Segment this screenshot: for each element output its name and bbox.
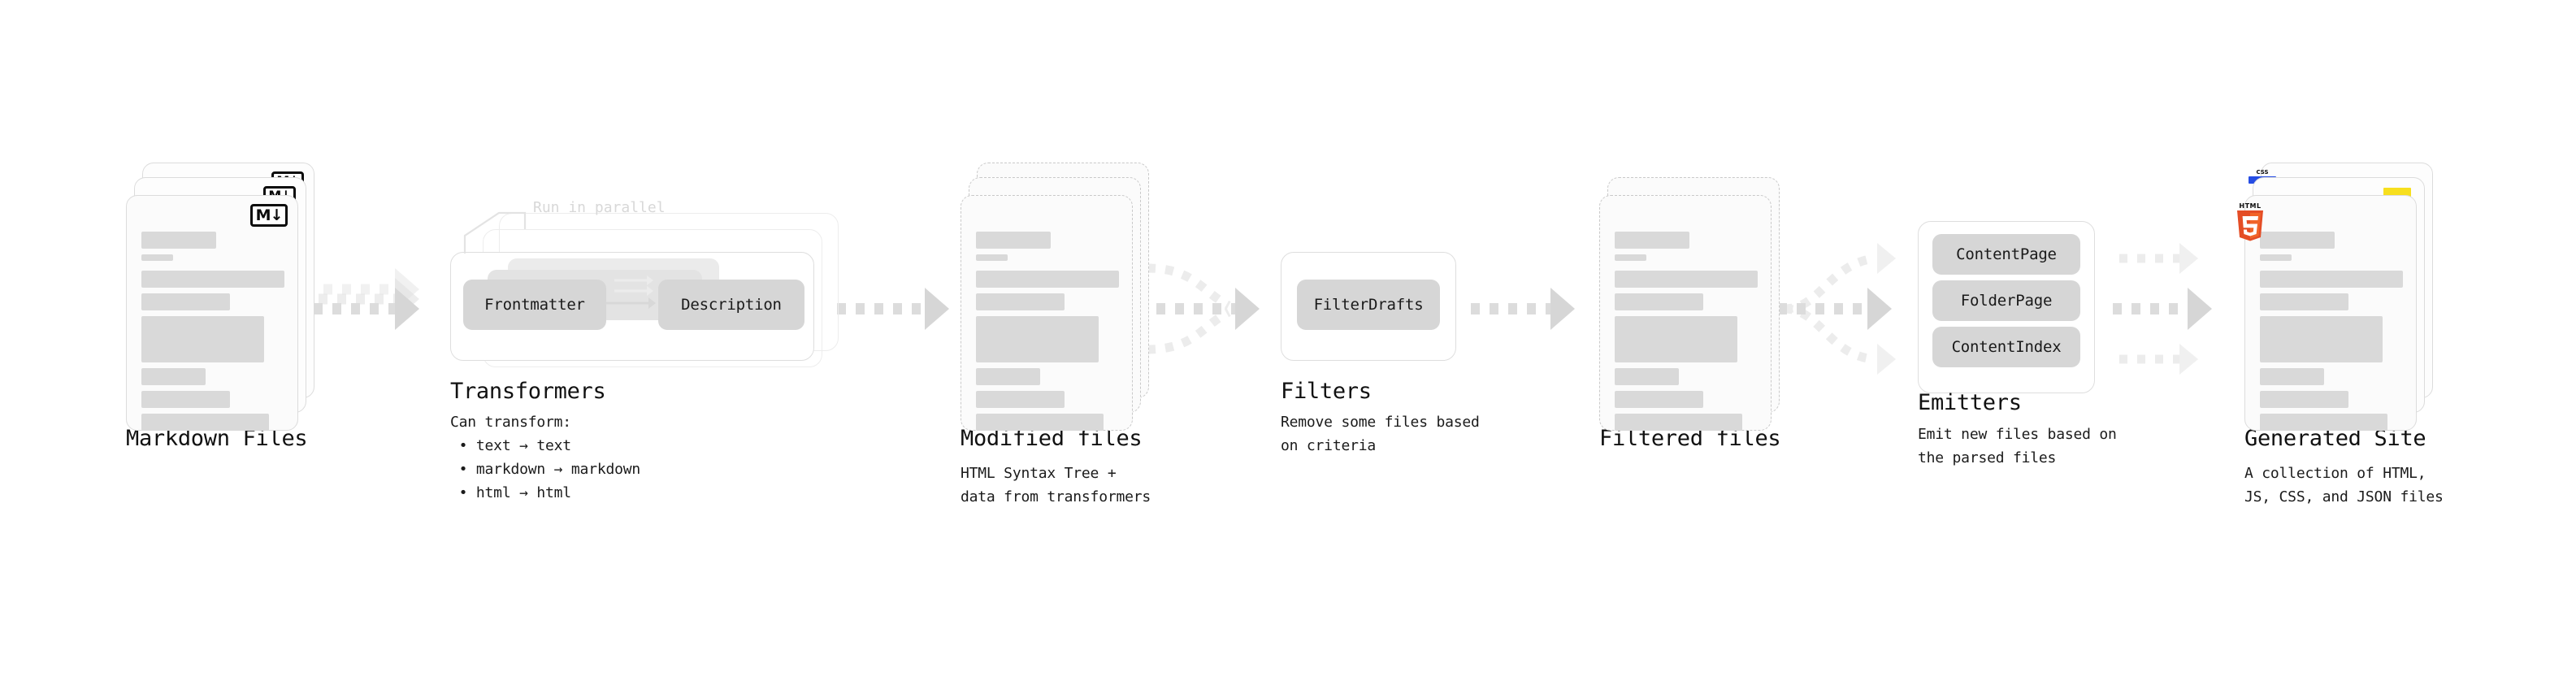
card-placeholder-content (141, 232, 284, 436)
html5-shield-icon (2237, 210, 2263, 241)
filtered-card-front (1599, 195, 1772, 431)
filters-title: Filters (1281, 379, 1372, 404)
emitter-chip-contentpage[interactable]: ContentPage (1932, 234, 2080, 275)
transformer-chip-label: Description (681, 296, 782, 314)
filters-subtitle: Remove some files based on criteria (1281, 414, 1480, 455)
transformer-chip-frontmatter[interactable]: Frontmatter (463, 280, 606, 330)
card-placeholder-content (2260, 232, 2403, 436)
arrow-markdown-to-transformers (314, 268, 419, 330)
modified-card-front (961, 195, 1133, 431)
emitter-chip-label: FolderPage (1960, 292, 2053, 310)
emitter-chip-contentindex[interactable]: ContentIndex (1932, 327, 2080, 367)
emitters-title: Emitters (1918, 390, 2022, 415)
modified-files-stack (961, 163, 1149, 431)
markdown-badge: M↓ (250, 204, 288, 227)
emitter-chip-label: ContentPage (1956, 245, 2057, 263)
modified-files-subtitle: HTML Syntax Tree + data from transformer… (961, 465, 1151, 506)
emitter-chip-label: ContentIndex (1951, 338, 2062, 356)
emitter-chip-folderpage[interactable]: FolderPage (1932, 280, 2080, 321)
emitters-subtitle: Emit new files based on the parsed files (1918, 426, 2117, 467)
site-card-front-html: HTML (2237, 195, 2417, 431)
markdown-card-front: M↓ (126, 195, 298, 431)
transformers-title: Transformers (450, 379, 606, 404)
generated-site-subtitle: A collection of HTML, JS, CSS, and JSON … (2244, 465, 2444, 506)
arrow-transformers-to-modified (837, 288, 949, 330)
card-placeholder-content (1615, 232, 1758, 436)
generated-site-stack: HTML (2237, 163, 2433, 431)
html5-wordmark: HTML (2239, 202, 2262, 210)
markdown-files-stack: M↓ M↓ M↓ (126, 163, 314, 431)
arrow-filtered-to-emitters (1778, 243, 1896, 375)
run-in-parallel-label: Run in parallel (533, 199, 666, 216)
transformer-chip-description[interactable]: Description (658, 280, 804, 330)
filters-chip-filterdrafts[interactable]: FilterDrafts (1297, 280, 1440, 330)
arrow-modified-to-filters (1138, 263, 1260, 354)
arrow-filters-to-filtered (1471, 288, 1575, 330)
transformers-subtitle: Can transform: • text → text • markdown … (450, 414, 641, 502)
transformer-chip-label: Frontmatter (484, 296, 585, 314)
arrow-emitters-to-site (2113, 243, 2212, 375)
html5-icon: HTML (2234, 202, 2266, 241)
filtered-files-stack (1599, 177, 1780, 431)
card-placeholder-content (976, 232, 1119, 436)
filters-chip-label: FilterDrafts (1313, 296, 1424, 314)
